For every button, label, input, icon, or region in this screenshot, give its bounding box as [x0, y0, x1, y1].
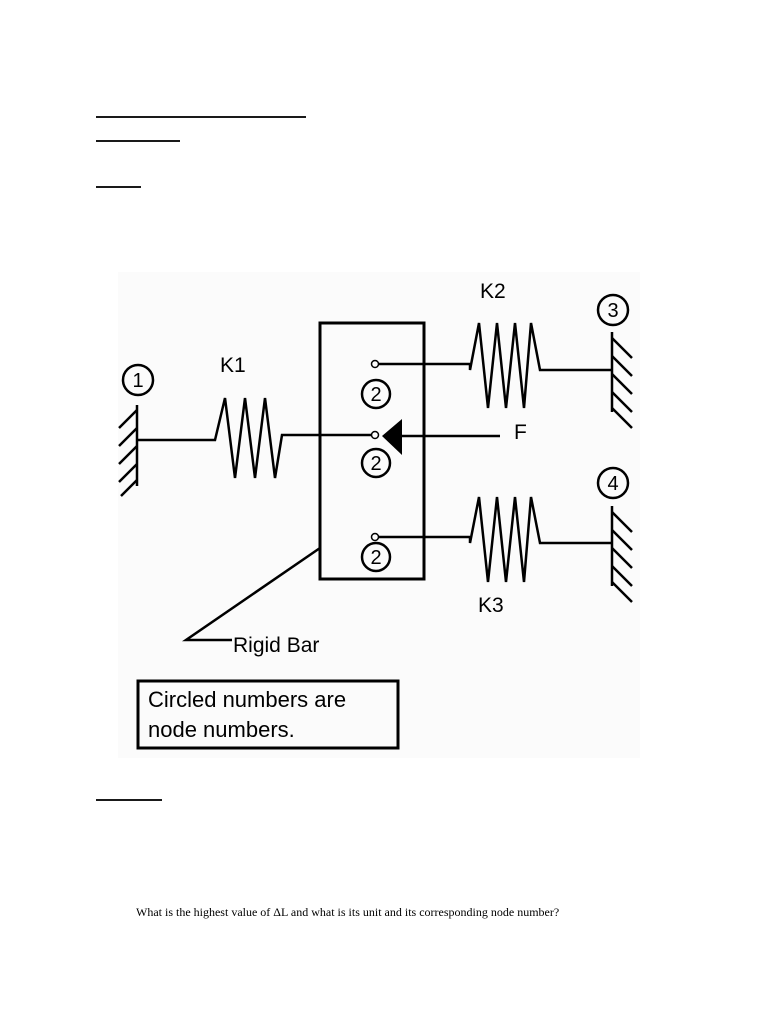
wall-right-bottom-icon — [610, 506, 633, 603]
spring-k3 — [468, 496, 612, 583]
force-arrow-icon — [382, 419, 402, 455]
node-1-circle — [121, 363, 155, 397]
header-rule-1 — [96, 116, 306, 118]
node-2-top-circle — [360, 378, 392, 410]
spring-k2 — [468, 322, 612, 409]
wall-right-top-icon — [610, 332, 633, 429]
header-rule-4 — [96, 799, 162, 801]
label-k1: K1 — [220, 354, 246, 377]
node-1-label: 1 — [132, 370, 143, 392]
node-3-label: 3 — [607, 300, 618, 322]
attach-dot-bottom — [370, 532, 380, 542]
rigid-bar — [318, 321, 426, 581]
node-4-circle — [596, 466, 630, 500]
header-rule-3 — [96, 186, 141, 188]
header-rule-2 — [96, 140, 180, 142]
node-2-bottom-circle — [360, 541, 392, 573]
label-rigid-bar: Rigid Bar — [233, 634, 319, 657]
rigid-bar-pointer — [181, 546, 321, 642]
node-2-mid-label: 2 — [370, 453, 381, 475]
question-text: What is the highest value of ΔL and what… — [136, 905, 560, 919]
attach-dot-top — [370, 359, 380, 369]
figure-background — [118, 272, 640, 758]
label-force: F — [514, 421, 527, 444]
wall-left-icon — [118, 405, 139, 497]
label-k3: K3 — [478, 594, 504, 617]
note-line-1: Circled numbers are — [148, 687, 346, 712]
spring-k1 — [137, 397, 372, 479]
note-line-2: node numbers. — [148, 717, 295, 742]
node-2-bottom-label: 2 — [370, 547, 381, 569]
note-box — [136, 679, 400, 750]
node-4-label: 4 — [607, 473, 618, 495]
label-k2: K2 — [480, 280, 506, 303]
node-2-mid-circle — [360, 447, 392, 479]
attach-dot-mid — [370, 430, 380, 440]
node-2-top-label: 2 — [370, 384, 381, 406]
node-3-circle — [596, 293, 630, 327]
